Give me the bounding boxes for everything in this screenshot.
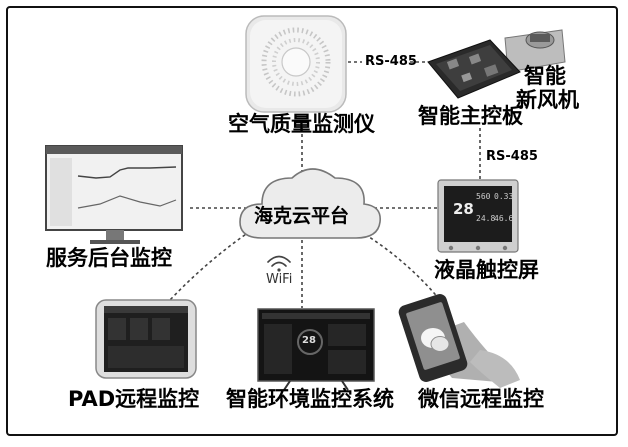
lcd-value-4: 46.6 <box>494 214 514 223</box>
link-cloud-wechat <box>354 227 441 301</box>
wechat-label: 微信远程监控 <box>418 387 544 411</box>
tv-label: 智能环境监控系统 <box>226 387 394 411</box>
main-board-label: 智能主控板 <box>418 104 523 128</box>
lcd-value-3: 24.8 <box>476 214 496 223</box>
air-monitor-device <box>245 15 347 113</box>
cloud-label: 海克云平台 <box>254 205 350 227</box>
lcd-device <box>437 179 519 253</box>
lcd-value-1: 560 <box>476 192 491 201</box>
backend-label: 服务后台监控 <box>46 246 172 270</box>
air-monitor-label: 空气质量监测仪 <box>228 112 375 136</box>
lcd-value-2: 0.33 <box>494 192 514 201</box>
fresh-air-label-line2: 新风机 <box>516 88 579 112</box>
pad-device <box>95 299 197 379</box>
diagram-frame <box>6 6 618 436</box>
backend-monitor-device <box>45 145 183 244</box>
link-cloud-pad <box>169 227 256 301</box>
pad-label: PAD远程监控 <box>68 387 200 411</box>
lcd-label: 液晶触控屏 <box>434 258 539 282</box>
wifi-icon <box>267 255 291 272</box>
fresh-air-label-line1: 智能 <box>524 64 566 88</box>
tv-screen-reading: 28 <box>302 335 316 346</box>
wifi-label: WiFi <box>266 272 293 287</box>
tv-device <box>257 308 375 391</box>
rs485-side-label: RS-485 <box>486 149 538 164</box>
lcd-temp-reading: 28 <box>453 200 474 218</box>
rs485-top-label: RS-485 <box>365 54 417 69</box>
cloud-shape <box>239 168 381 239</box>
wechat-phone-device <box>398 294 520 388</box>
main-board-device <box>427 29 566 99</box>
